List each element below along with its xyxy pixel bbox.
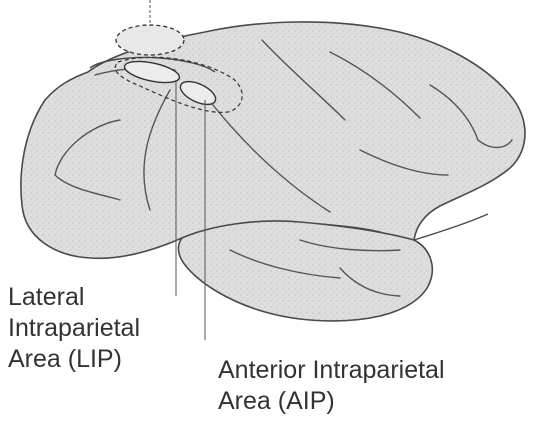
aip-label-line-2: Area (AIP) [218,386,445,417]
aip-label: Anterior Intraparietal Area (AIP) [218,355,445,417]
lip-label: Lateral Intraparietal Area (LIP) [8,282,140,375]
lip-label-line-2: Intraparietal [8,313,140,344]
dashed-region-top [116,25,184,55]
temporal-lobe [178,221,432,321]
lip-label-line-1: Lateral [8,282,140,313]
aip-label-line-1: Anterior Intraparietal [218,355,445,386]
lip-label-line-3: Area (LIP) [8,344,140,375]
